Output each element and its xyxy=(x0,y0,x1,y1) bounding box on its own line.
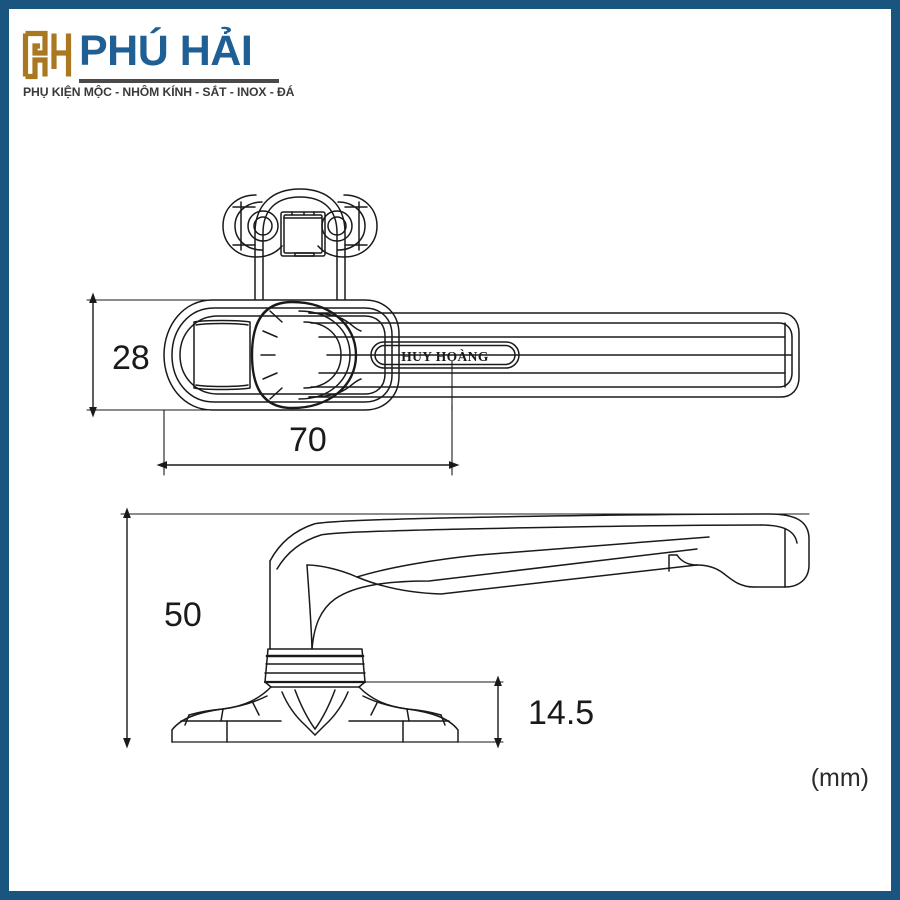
top-view-dimensions xyxy=(86,292,460,476)
ph-monogram-icon xyxy=(22,30,72,80)
brand-tagline: PHỤ KIỆN MỘC - NHÔM KÍNH - SẮT - INOX - … xyxy=(23,85,295,99)
dimension-label-28: 28 xyxy=(112,339,150,377)
dimension-label-14-5: 14.5 xyxy=(528,694,594,732)
drawing-canvas: 28 70 50 14.5 HUY HOÀNG xyxy=(86,188,810,749)
mounting-plate xyxy=(222,188,378,300)
side-view-geometry xyxy=(120,513,810,743)
product-badge-label: HUY HOÀNG xyxy=(401,349,489,364)
technical-drawing: 28 70 50 14.5 HUY HOÀNG xyxy=(9,9,891,891)
brand-name: PHÚ HẢI xyxy=(79,27,253,75)
dimension-label-50: 50 xyxy=(164,596,202,634)
top-view-geometry xyxy=(163,188,800,411)
lever-side-profile xyxy=(269,513,810,650)
dimension-label-70: 70 xyxy=(289,421,327,459)
brand-rule xyxy=(79,79,279,83)
unit-label: (mm) xyxy=(810,764,869,792)
rosette-base xyxy=(171,681,504,743)
side-view-dimensions xyxy=(123,507,502,749)
lever-arm xyxy=(308,312,800,398)
product-badge xyxy=(370,341,520,369)
collar xyxy=(263,648,367,688)
drawing-sheet: PHÚ HẢI PHỤ KIỆN MỘC - NHÔM KÍNH - SẮT -… xyxy=(9,9,891,891)
brand-logo: PHÚ HẢI PHỤ KIỆN MỘC - NHÔM KÍNH - SẮT -… xyxy=(21,23,311,105)
